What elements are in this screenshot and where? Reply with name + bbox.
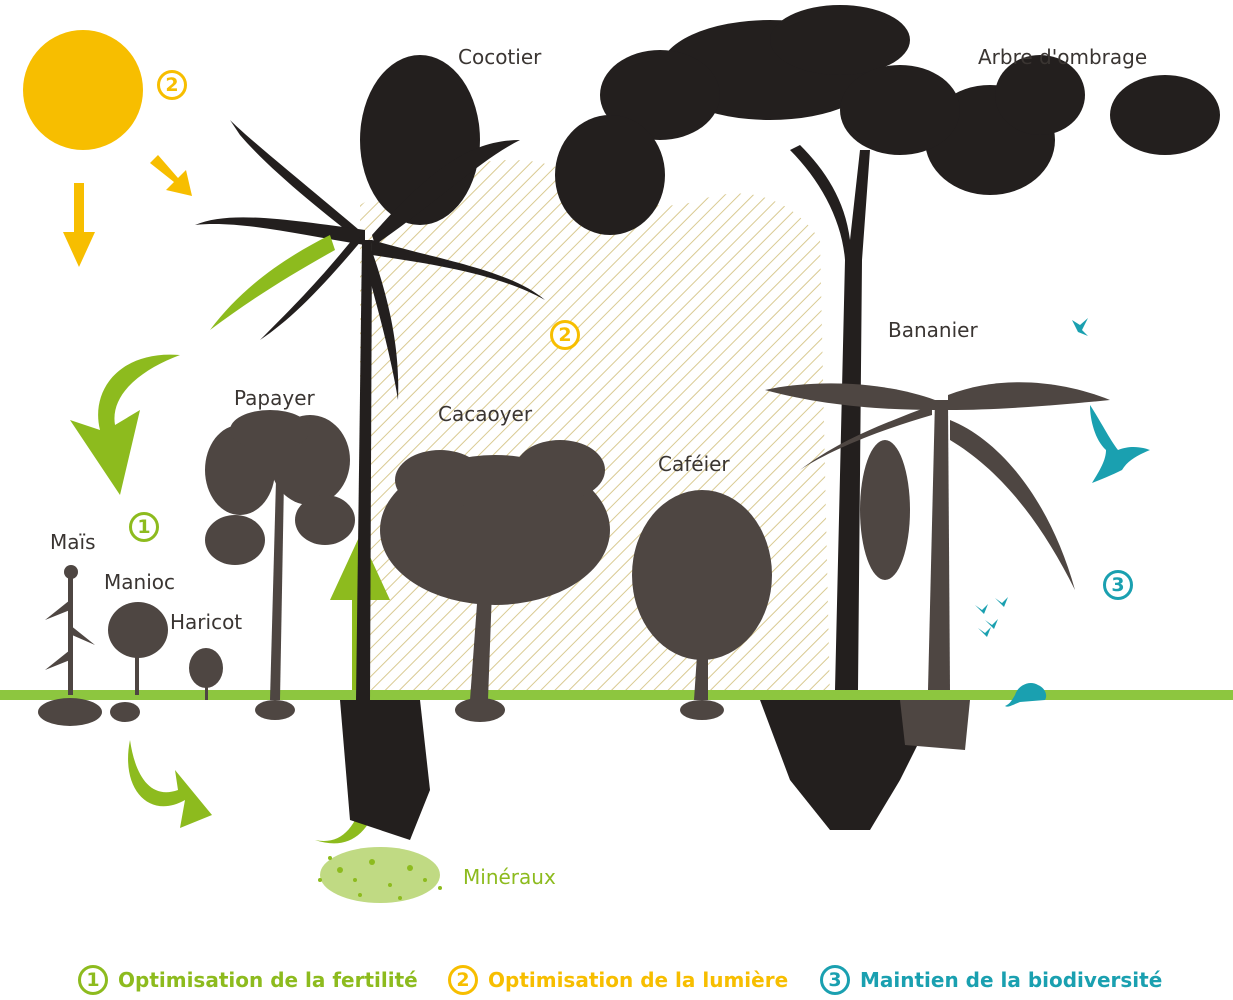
label-haricot: Haricot bbox=[170, 610, 243, 634]
butterfly-icon bbox=[975, 318, 1088, 637]
legend-label: Optimisation de la fertilité bbox=[118, 968, 418, 992]
mouse-icon bbox=[1005, 683, 1047, 707]
cocoa-tree bbox=[380, 440, 610, 722]
ground bbox=[0, 690, 1233, 700]
legend-number: 3 bbox=[820, 965, 850, 995]
coconut-palm bbox=[195, 55, 545, 840]
legend-fertility: 1 Optimisation de la fertilité bbox=[78, 965, 418, 995]
legend-number: 1 bbox=[78, 965, 108, 995]
label-arbre-ombrage: Arbre d'ombrage bbox=[978, 45, 1148, 69]
marker-biodiversity: 3 bbox=[1103, 570, 1133, 600]
palm-green-frond bbox=[210, 235, 335, 330]
papaya-tree bbox=[205, 410, 355, 720]
banana-tree bbox=[765, 382, 1110, 750]
cassava-plant bbox=[108, 602, 168, 722]
bean-plant bbox=[189, 648, 223, 700]
legend-biodiversity: 3 Maintien de la biodiversité bbox=[820, 965, 1162, 995]
label-mais: Maïs bbox=[50, 530, 96, 554]
minerals bbox=[318, 847, 442, 903]
label-mineraux: Minéraux bbox=[463, 865, 556, 889]
maize-plant bbox=[38, 565, 102, 726]
coffee-tree bbox=[632, 490, 772, 720]
label-cocotier: Cocotier bbox=[458, 45, 542, 69]
shade-tree bbox=[555, 5, 1220, 830]
bird-icon bbox=[1090, 405, 1150, 483]
label-bananier: Bananier bbox=[888, 318, 978, 342]
arrow-icon bbox=[63, 155, 192, 267]
legend-label: Maintien de la biodiversité bbox=[860, 968, 1163, 992]
label-cafeier: Caféier bbox=[658, 452, 730, 476]
label-cacaoyer: Cacaoyer bbox=[438, 402, 533, 426]
label-manioc: Manioc bbox=[104, 570, 175, 594]
label-papayer: Papayer bbox=[234, 386, 315, 410]
marker-fertility: 1 bbox=[129, 512, 159, 542]
legend-light: 2 Optimisation de la lumière bbox=[448, 965, 788, 995]
legend-label: Optimisation de la lumière bbox=[488, 968, 789, 992]
legend-number: 2 bbox=[448, 965, 478, 995]
marker-light: 2 bbox=[550, 320, 580, 350]
marker-light: 2 bbox=[157, 70, 187, 100]
sun-icon bbox=[23, 30, 143, 150]
